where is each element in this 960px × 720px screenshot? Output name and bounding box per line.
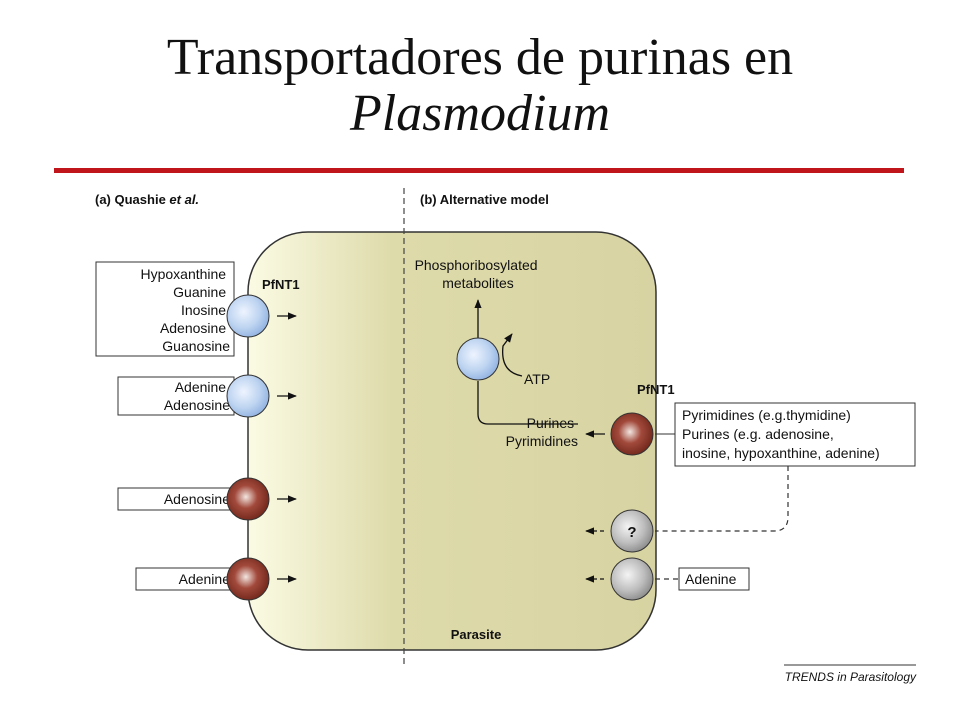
title-line-1: Transportadores de purinas en [166, 29, 794, 86]
transporter-a-3-red [226, 477, 270, 521]
metabolites-label: Phosphoribosylated metabolites [415, 257, 542, 291]
transporter-b-pfnt1-red [610, 412, 654, 456]
title-rule [54, 168, 904, 173]
atp-label: ATP [524, 371, 550, 387]
pfnt1-substrate-box [674, 402, 916, 467]
transporter-a-1-blue [226, 294, 270, 338]
adenine-box-text: Adenine [685, 571, 737, 587]
substrate-box-3-text: Adenosine [164, 491, 230, 507]
transporter-b-adenine-grey [610, 557, 654, 601]
title-line-2: Plasmodium [350, 85, 610, 142]
transporter-a-2-blue [226, 374, 270, 418]
adenine-box [678, 567, 750, 591]
transporter-b-unknown-grey [610, 509, 654, 553]
journal-credit: TRENDS in Parasitology [785, 670, 917, 684]
purines-pyrimidines-label: Purines Pyrimidines [506, 415, 578, 449]
parasite-label: Parasite [451, 627, 502, 642]
substrate-box-2 [117, 376, 235, 416]
salvage-path-line [477, 381, 578, 425]
panel-a-title: (a) Quashie et al. [95, 192, 199, 207]
unknown-transporter-label: ? [627, 524, 636, 541]
dashed-link-to-unknown [655, 466, 789, 532]
substrate-box-1-text: Hypoxanthine Guanine Inosine Adenosine G… [140, 266, 230, 354]
slide-title: Transportadores de purinas en Plasmodium [0, 30, 960, 142]
salvage-enzyme-blue [456, 337, 500, 381]
pfnt1-substrate-text: Pyrimidines (e.g.thymidine) Purines (e.g… [682, 407, 880, 461]
substrate-box-4-text: Adenine [179, 571, 231, 587]
substrate-box-2-text: Adenine Adenosine [164, 379, 230, 413]
substrate-box-1 [95, 261, 235, 357]
panel-b-title: (b) Alternative model [420, 192, 549, 207]
transporter-a-4-red [226, 557, 270, 601]
panel-b-pfnt1-label: PfNT1 [637, 382, 675, 397]
panel-a-pfnt1-label: PfNT1 [262, 277, 300, 292]
parasite-body [247, 231, 657, 651]
atp-arrow [501, 333, 523, 377]
